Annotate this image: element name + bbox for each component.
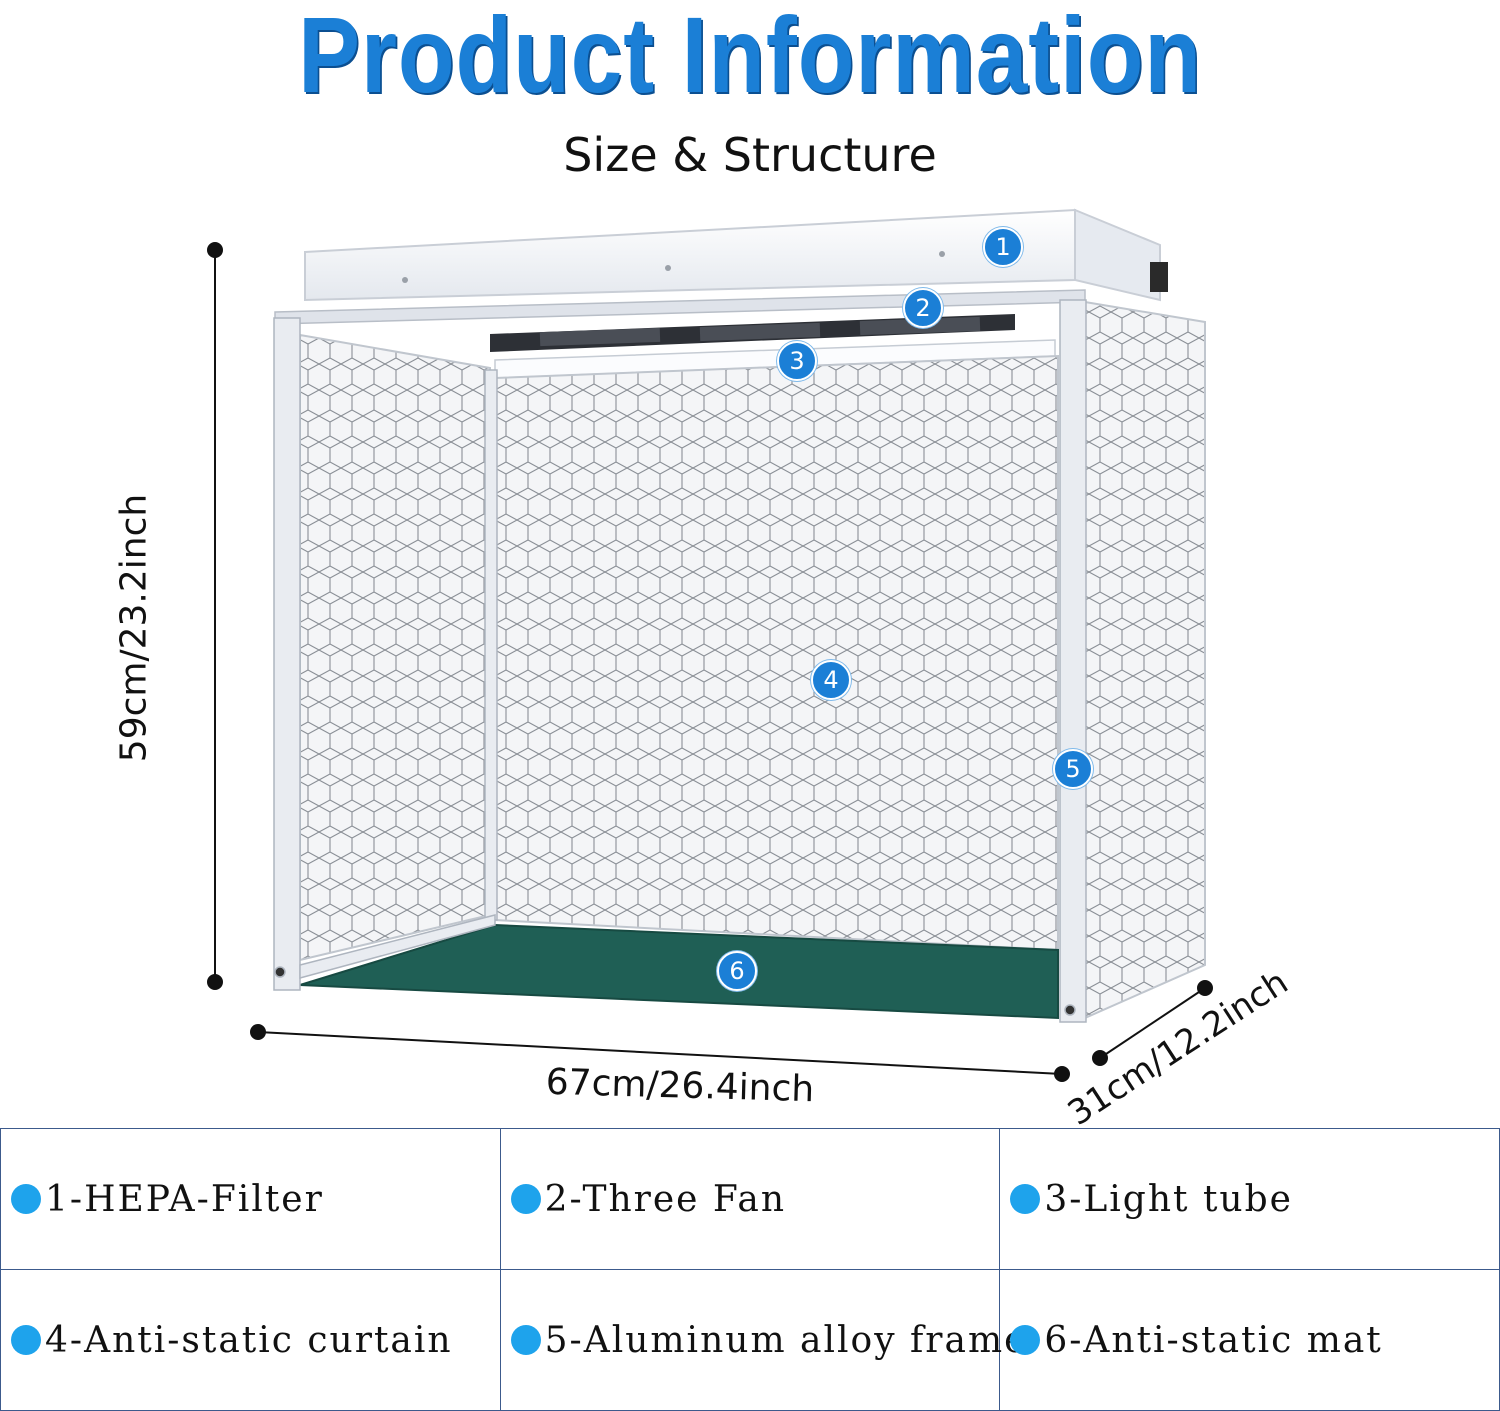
legend-item-light-tube: 3-Light tube xyxy=(1044,1178,1293,1220)
legend-item-aluminum-frame: 5-Aluminum alloy frame xyxy=(544,1319,1028,1361)
dimension-lines xyxy=(207,242,1213,1082)
bullet-icon xyxy=(11,1324,41,1355)
bullet-icon xyxy=(11,1183,41,1214)
page-title: Product Information xyxy=(298,0,1202,115)
legend-cell: 1-HEPA-Filter xyxy=(0,1128,501,1270)
callout-badge-3: 3 xyxy=(777,341,817,381)
legend-cell: 6-Anti-static mat xyxy=(999,1269,1500,1411)
callout-badge-6: 6 xyxy=(717,951,757,991)
legend-cell: 4-Anti-static curtain xyxy=(0,1269,501,1411)
callout-badge-1: 1 xyxy=(983,227,1023,267)
legend-item-hepa-filter: 1-HEPA-Filter xyxy=(45,1178,324,1220)
legend-item-anti-static-curtain: 4-Anti-static curtain xyxy=(45,1319,453,1361)
page-subtitle: Size & Structure xyxy=(563,128,937,182)
legend-cell: 2-Three Fan xyxy=(499,1128,1001,1270)
height-dimension-label: 59cm/23.2inch xyxy=(113,493,155,763)
callout-badge-5: 5 xyxy=(1053,749,1093,789)
anti-static-mat xyxy=(299,923,1059,1020)
fan-strip xyxy=(490,314,1015,352)
product-illustration xyxy=(207,208,1213,1082)
bullet-icon xyxy=(510,1183,541,1214)
legend-item-anti-static-mat: 6-Anti-static mat xyxy=(1044,1319,1383,1361)
hepa-filter-housing xyxy=(304,208,1168,302)
callout-badge-2: 2 xyxy=(903,288,943,328)
bullet-icon xyxy=(510,1324,541,1355)
bullet-icon xyxy=(1010,1183,1041,1214)
left-side-curtain xyxy=(299,333,491,962)
component-legend-table: 1-HEPA-Filter 2-Three Fan 3-Light tube 4… xyxy=(0,1128,1500,1411)
legend-cell: 5-Aluminum alloy frame xyxy=(499,1269,1025,1411)
callout-badge-4: 4 xyxy=(811,660,851,700)
width-dimension-label: 67cm/26.4inch xyxy=(545,1061,815,1111)
legend-item-three-fan: 2-Three Fan xyxy=(544,1178,787,1220)
back-curtain xyxy=(494,354,1059,952)
aluminum-frame xyxy=(273,299,1087,1023)
right-side-curtain xyxy=(1084,300,1206,1020)
bullet-icon xyxy=(1010,1324,1041,1355)
power-switch xyxy=(1150,262,1168,292)
legend-cell: 3-Light tube xyxy=(999,1128,1500,1270)
